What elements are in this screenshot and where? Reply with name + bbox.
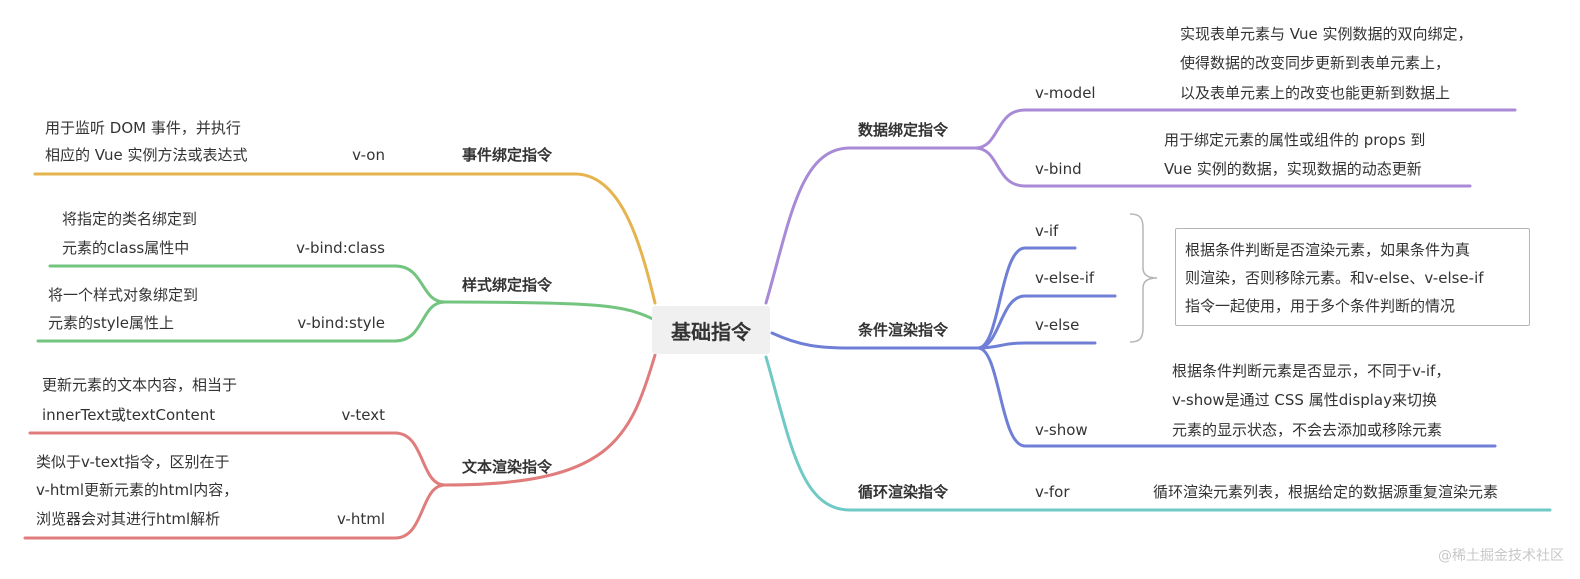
directive-v-show: v-show [1035, 421, 1088, 439]
desc-v-bind-class-line2: 元素的class属性中 [62, 239, 190, 257]
center-node: 基础指令 [652, 306, 770, 354]
cond-note-line2: 则渲染，否则移除元素。和v-else、v-else-if [1185, 269, 1484, 287]
desc-v-bind-class-line1: 将指定的类名绑定到 [62, 210, 198, 228]
desc-v-bind-style-line1: 将一个样式对象绑定到 [48, 286, 199, 304]
directive-v-bind: v-bind [1035, 160, 1082, 178]
directive-v-for: v-for [1035, 483, 1070, 501]
desc-v-bind-line2: Vue 实例的数据，实现数据的动态更新 [1164, 160, 1422, 178]
directive-v-bind-class: v-bind:class [296, 239, 385, 257]
category-text-label: 文本渲染指令 [462, 458, 553, 476]
branch-data [764, 108, 1517, 305]
desc-v-html-line2: v-html更新元素的html内容， [36, 481, 239, 499]
category-event-label: 事件绑定指令 [462, 146, 553, 164]
directive-v-else-if: v-else-if [1035, 269, 1095, 287]
desc-v-text-line1: 更新元素的文本内容，相当于 [42, 376, 238, 394]
desc-v-model-line1: 实现表单元素与 Vue 实例数据的双向绑定， [1180, 25, 1473, 43]
directive-v-on: v-on [352, 146, 385, 164]
directive-v-html: v-html [336, 510, 385, 528]
desc-v-model-line2: 使得数据的改变同步更新到表单元素上， [1180, 54, 1451, 72]
branch-event [33, 172, 657, 305]
branch-style [36, 264, 657, 343]
desc-v-on-line2: 相应的 Vue 实例方法或表达式 [45, 146, 248, 164]
desc-v-bind-line1: 用于绑定元素的属性或组件的 props 到 [1164, 131, 1426, 149]
desc-v-html-line1: 类似于v-text指令，区别在于 [36, 453, 230, 471]
desc-v-show-line1: 根据条件判断元素是否显示，不同于v-if， [1172, 362, 1451, 380]
watermark: @稀土掘金技术社区 [1438, 548, 1564, 564]
desc-v-bind-style-line2: 元素的style属性上 [48, 314, 174, 332]
branch-loop [764, 355, 1552, 512]
directive-v-else: v-else [1035, 316, 1080, 334]
cond-note-line1: 根据条件判断是否渲染元素，如果条件为真 [1185, 241, 1471, 259]
directive-v-text: v-text [341, 406, 386, 424]
desc-v-on-line1: 用于监听 DOM 事件，并执行 [45, 119, 241, 137]
branch-cond [770, 246, 1497, 448]
branch-text [23, 353, 657, 540]
category-cond-label: 条件渲染指令 [858, 321, 949, 339]
category-loop-label: 循环渲染指令 [858, 483, 949, 501]
desc-v-show-line3: 元素的显示状态，不会去添加或移除元素 [1172, 421, 1443, 439]
category-style-label: 样式绑定指令 [462, 276, 553, 294]
desc-v-for-line1: 循环渲染元素列表，根据给定的数据源重复渲染元素 [1153, 483, 1499, 501]
directive-v-bind-style: v-bind:style [297, 314, 385, 332]
desc-v-model-line3: 以及表单元素上的改变也能更新到数据上 [1180, 84, 1451, 102]
category-data-label: 数据绑定指令 [858, 121, 949, 139]
desc-v-html-line3: 浏览器会对其进行html解析 [36, 510, 221, 528]
directive-v-if: v-if [1035, 222, 1059, 240]
note-bracket [1129, 213, 1158, 343]
cond-note-line3: 指令一起使用，用于多个条件判断的情况 [1185, 297, 1456, 315]
directive-v-model: v-model [1035, 84, 1096, 102]
center-label: 基础指令 [671, 319, 751, 344]
cond-note-box: 根据条件判断是否渲染元素，如果条件为真 则渲染，否则移除元素。和v-else、v… [1175, 228, 1530, 326]
desc-v-text-line2: innerText或textContent [42, 406, 216, 424]
desc-v-show-line2: v-show是通过 CSS 属性display来切换 [1172, 391, 1437, 409]
